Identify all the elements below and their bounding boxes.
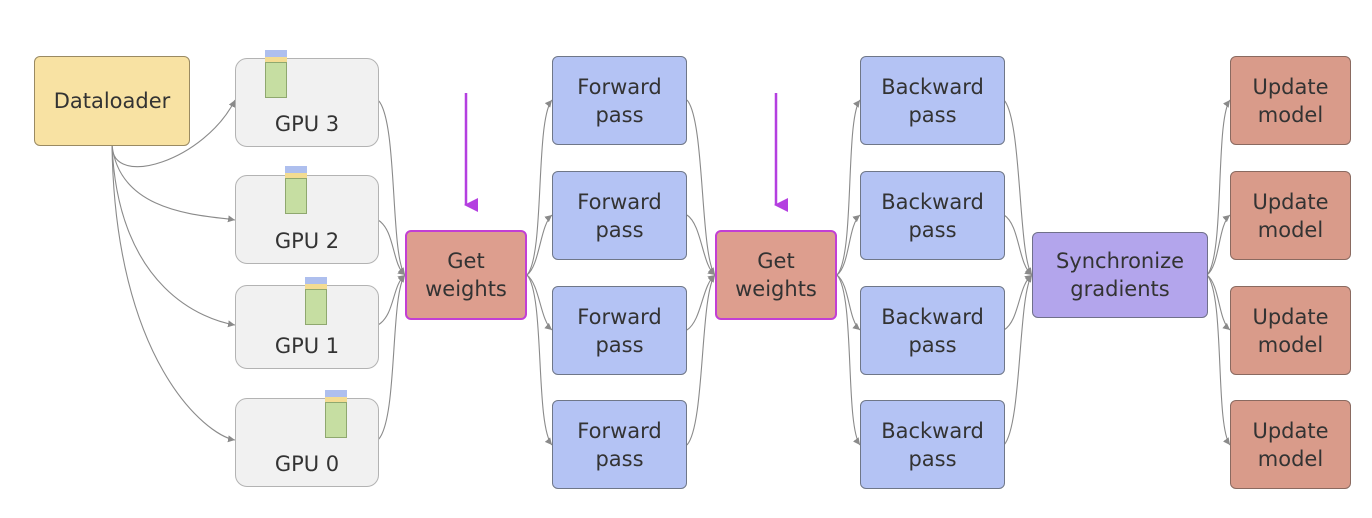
backward-pass-0-line1: Backward	[881, 418, 984, 443]
gpu-3-node: GPU 3	[235, 58, 379, 147]
forward-pass-node-3: Forward pass	[552, 56, 687, 145]
dataloader-node: Dataloader	[34, 56, 190, 146]
forward-pass-3-line2: pass	[595, 102, 644, 127]
get-weights-1-line1: Get	[447, 249, 485, 273]
update-model-0-line1: Update	[1252, 418, 1329, 443]
backward-pass-2-line1: Backward	[881, 189, 984, 214]
synchronize-line1: Synchronize	[1055, 249, 1185, 273]
update-model-0-line2: model	[1257, 446, 1324, 471]
gpu-1-label: GPU 1	[274, 334, 340, 358]
backward-pass-node-3: Backward pass	[860, 56, 1005, 145]
edge-backward1-sync	[1003, 274, 1033, 331]
forward-pass-3-line1: Forward	[577, 74, 662, 99]
forward-pass-node-1: Forward pass	[552, 286, 687, 375]
update-model-2-line1: Update	[1252, 189, 1329, 214]
forward-pass-node-0: Forward pass	[552, 400, 687, 489]
update-model-1-line1: Update	[1252, 304, 1329, 329]
forward-pass-2-line2: pass	[595, 217, 644, 242]
get-weights-2-line1: Get	[757, 249, 795, 273]
edge-getweights2-backward3	[836, 99, 861, 276]
update-model-3-line1: Update	[1252, 74, 1329, 99]
edge-dataloader-gpu0	[111, 144, 236, 443]
gpu-1-data-batch	[305, 277, 327, 325]
backward-pass-1-line2: pass	[908, 332, 957, 357]
gpu-2-node: GPU 2	[235, 175, 379, 264]
backward-pass-node-1: Backward pass	[860, 286, 1005, 375]
get-weights-1-line2: weights	[425, 277, 507, 301]
forward-pass-node-2: Forward pass	[552, 171, 687, 260]
edge-gpu0-getweights1	[377, 274, 406, 441]
edge-gpu1-getweights1	[377, 274, 406, 326]
get-weights-node-1: Get weights	[405, 230, 527, 320]
update-model-node-0: Update model	[1230, 400, 1351, 489]
update-model-2-line2: model	[1257, 217, 1324, 242]
gpu-3-label: GPU 3	[274, 112, 340, 136]
edge-getweights1-forward3	[526, 99, 553, 276]
edge-sync-update3	[1206, 99, 1231, 276]
backward-pass-node-0: Backward pass	[860, 400, 1005, 489]
gpu-3-data-batch	[265, 50, 287, 98]
backward-pass-3-line2: pass	[908, 102, 957, 127]
edge-gpu3-getweights1	[377, 99, 406, 276]
edge-backward0-sync	[1003, 274, 1033, 446]
edge-gpu2-getweights1	[377, 219, 406, 276]
edge-dataloader-gpu2	[111, 144, 236, 223]
gpu-0-label: GPU 0	[274, 452, 340, 476]
edge-getweights2-backward0	[836, 274, 861, 446]
forward-pass-1-line2: pass	[595, 332, 644, 357]
edge-backward2-sync	[1003, 214, 1033, 276]
get-weights-2-line2: weights	[735, 277, 817, 301]
gpu-2-label: GPU 2	[274, 229, 340, 253]
forward-pass-0-line2: pass	[595, 446, 644, 471]
update-model-node-3: Update model	[1230, 56, 1351, 145]
synchronize-gradients-node: Synchronize gradients	[1032, 232, 1208, 318]
edge-dataloader-gpu1	[111, 144, 236, 328]
backward-pass-node-2: Backward pass	[860, 171, 1005, 260]
gpu-0-node: GPU 0	[235, 398, 379, 487]
update-model-node-2: Update model	[1230, 171, 1351, 260]
forward-pass-2-line1: Forward	[577, 189, 662, 214]
update-model-node-1: Update model	[1230, 286, 1351, 375]
edge-sync-update2	[1206, 214, 1231, 276]
edge-forward0-getweights2	[686, 274, 716, 446]
edge-forward2-getweights2	[686, 214, 716, 276]
edge-dataloader-gpu3	[111, 99, 236, 168]
gpu-0-data-batch	[325, 390, 347, 438]
edge-getweights2-backward2	[836, 214, 861, 276]
edge-backward3-sync	[1003, 99, 1033, 276]
backward-pass-2-line2: pass	[908, 217, 957, 242]
get-weights-node-2: Get weights	[715, 230, 837, 320]
dataloader-label: Dataloader	[53, 89, 171, 113]
forward-pass-0-line1: Forward	[577, 418, 662, 443]
backward-pass-1-line1: Backward	[881, 304, 984, 329]
edge-getweights1-forward2	[526, 214, 553, 276]
update-model-3-line2: model	[1257, 102, 1324, 127]
edge-getweights1-forward1	[526, 274, 553, 331]
synchronize-line2: gradients	[1070, 277, 1170, 301]
edge-getweights1-forward0	[526, 274, 553, 446]
forward-pass-1-line1: Forward	[577, 304, 662, 329]
backward-pass-0-line2: pass	[908, 446, 957, 471]
edge-forward3-getweights2	[686, 99, 716, 276]
update-model-1-line2: model	[1257, 332, 1324, 357]
edge-getweights2-backward1	[836, 274, 861, 331]
gpu-2-data-batch	[285, 166, 307, 214]
backward-pass-3-line1: Backward	[881, 74, 984, 99]
edge-sync-update1	[1206, 274, 1231, 331]
edge-sync-update0	[1206, 274, 1231, 446]
